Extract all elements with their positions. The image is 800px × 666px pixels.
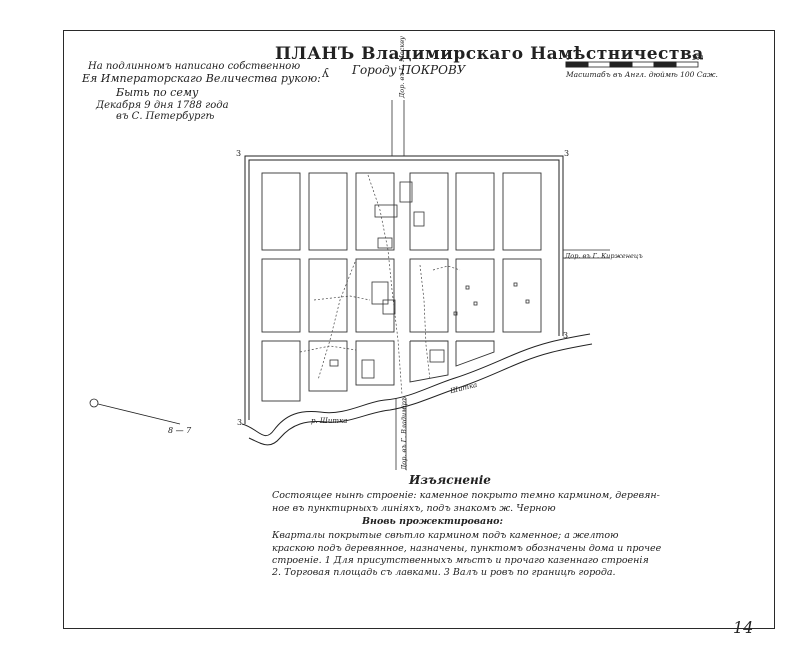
legend-heading: Изъясненіе — [409, 473, 491, 487]
approval-line: На подлинномъ написано собственною — [88, 61, 301, 72]
legend-line: Вновь прожектировано: — [362, 516, 503, 527]
legend-line: ное въ пунктирныхъ линіяхъ, подъ знакомъ… — [272, 503, 556, 514]
corner-mark: 3 — [564, 149, 570, 158]
legend-line: 2. Торговая площадь съ лавками. 3 Валъ и… — [272, 567, 616, 578]
legend-line: строеніе. 1 Для присутственныхъ мѣстъ и … — [272, 555, 649, 566]
title-flourish: ʎ — [322, 66, 329, 80]
scale-tick: 200 — [692, 55, 704, 62]
page-number: 14 — [733, 618, 754, 637]
scale-bar — [565, 61, 699, 68]
legend-line: Кварталы покрытые свѣтло кармином подъ к… — [272, 530, 619, 541]
old-streets-dotted — [299, 174, 461, 396]
legend-line: краскою подъ деревянное, назначены, пунк… — [272, 543, 662, 554]
road-label-north: Дор. въ Г. Москву — [398, 36, 406, 98]
approval-line: Ея Императорскаго Величества рукою: — [82, 72, 321, 85]
map-subtitle: Городу ПОКРОВУ — [352, 63, 466, 77]
map-frame — [63, 30, 775, 629]
corner-mark: 3 — [236, 149, 242, 158]
left-mark-label: 8 — 7 — [168, 426, 192, 435]
road-south — [395, 398, 407, 470]
river-shitka — [241, 333, 593, 446]
scale-tick: 0 — [566, 55, 570, 62]
road-north — [391, 100, 405, 156]
river-label: р. Шитка — [311, 417, 348, 425]
town-rampart — [244, 155, 564, 424]
corner-mark: 3 — [563, 331, 569, 340]
scale-label: Масштабъ въ Англ. дюймѣ 100 Саж. — [566, 70, 718, 79]
approval-line: въ С. Петербургѣ — [116, 111, 215, 122]
road-label-south: Дор. въ Г. Владиміръ — [400, 396, 408, 470]
approval-line: Декабря 9 дня 1788 года — [96, 100, 229, 111]
city-blocks — [261, 172, 542, 402]
legend-line: Состоящее нынѣ строеніе: каменное покрыт… — [272, 490, 660, 501]
approval-line: Быть по сему — [116, 86, 199, 99]
road-label-east: Дор. въ Г. Кирженецъ — [565, 252, 643, 260]
existing-buildings — [329, 181, 530, 379]
map-title: ПЛАНЪ Владимирскаго Намѣстничества — [275, 44, 704, 64]
direction-marker — [89, 398, 181, 425]
road-east — [563, 249, 610, 259]
corner-mark: 3 — [237, 418, 243, 427]
